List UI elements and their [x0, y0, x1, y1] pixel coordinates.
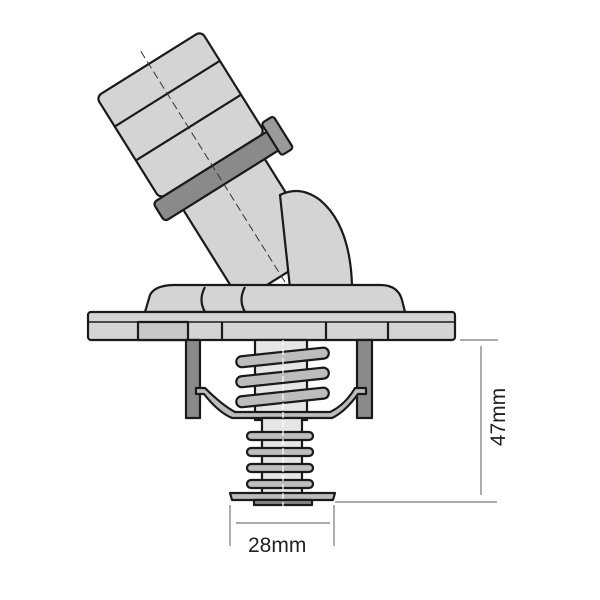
lower-spring: [245, 430, 315, 490]
diameter-dimension-label: 28mm: [248, 534, 307, 557]
left-leg: [184, 338, 202, 420]
dimension-lines: [229, 339, 498, 546]
housing-elbow: [278, 189, 354, 290]
outlet-pipe: [97, 32, 324, 303]
cross-bracket: [194, 386, 368, 420]
height-dimension-label: 47mm: [487, 387, 511, 447]
housing-dome: [143, 283, 407, 314]
right-leg: [355, 338, 374, 420]
